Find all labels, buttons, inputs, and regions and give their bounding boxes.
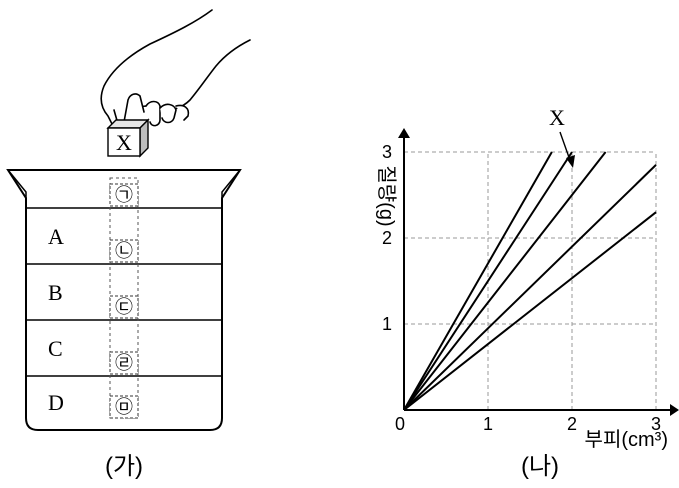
x-tick-label: 3	[651, 414, 661, 434]
series-line-4	[403, 164, 657, 411]
svg-text:㉣: ㉣	[115, 353, 133, 373]
y-axis-arrow	[398, 128, 410, 138]
layer-label-a: A	[48, 224, 64, 249]
x-tick-label: 2	[567, 414, 577, 434]
series-line-3	[403, 151, 607, 411]
mass-volume-chart: 0 1 2 3 1 2 3 X 질량(g) 부피(cm³) (나)	[375, 105, 679, 480]
svg-text:㉡: ㉡	[115, 241, 133, 261]
hand-illustration	[100, 9, 251, 128]
annotation-arrowhead	[566, 155, 575, 168]
marker-2: ㉡	[109, 239, 139, 263]
cube-label: X	[116, 130, 132, 155]
x-tick-label: 0	[395, 414, 405, 434]
marker-3: ㉢	[109, 295, 139, 319]
layer-label-d: D	[48, 390, 64, 415]
y-axis-label: 질량(g)	[375, 165, 398, 226]
y-tick-label: 1	[382, 314, 392, 334]
y-tick-label: 3	[382, 142, 392, 162]
svg-text:㉠: ㉠	[115, 185, 133, 205]
marker-5: ㉤	[109, 395, 139, 419]
x-axis-label: 부피(cm³)	[585, 428, 668, 451]
series-line-1	[403, 151, 553, 411]
svg-text:㉤: ㉤	[115, 397, 133, 417]
x-tick-label: 1	[483, 414, 493, 434]
y-tick-label: 2	[382, 228, 392, 248]
annotation-x: X	[549, 105, 565, 130]
layer-label-c: C	[48, 336, 63, 361]
svg-text:㉢: ㉢	[115, 297, 133, 317]
cube-x: X	[106, 118, 150, 158]
tick-labels: 0 1 2 3 1 2 3	[382, 142, 661, 434]
series-lines	[403, 151, 657, 411]
marker-4: ㉣	[109, 351, 139, 375]
caption-left: (가)	[105, 453, 143, 480]
beaker-rim	[7, 169, 27, 198]
series-line-2	[403, 151, 573, 411]
caption-right: (나)	[521, 453, 559, 480]
series-line-5	[403, 211, 657, 411]
marker-1: ㉠	[109, 183, 139, 207]
layer-label-b: B	[48, 280, 63, 305]
x-axis-arrow	[670, 404, 679, 416]
beaker-diagram: X ㉠ ㉡ ㉢ ㉣ ㉤	[6, 9, 251, 480]
